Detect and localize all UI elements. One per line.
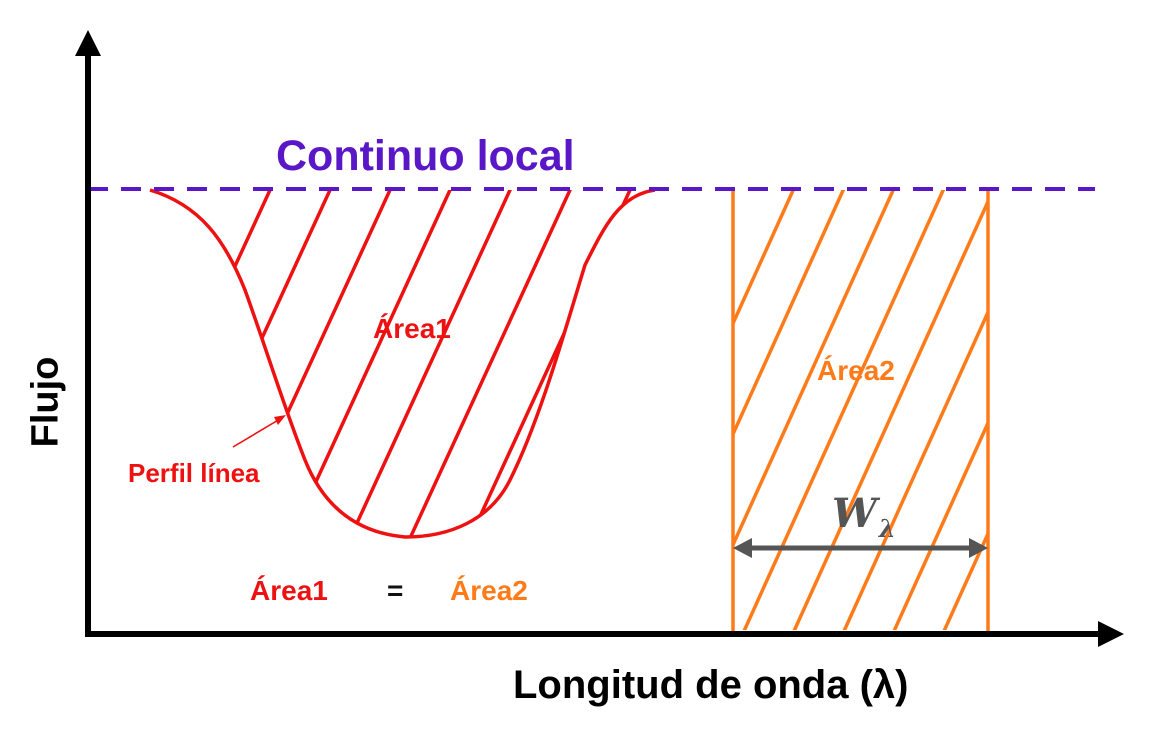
x-axis-arrowhead-icon <box>1098 621 1124 647</box>
axes <box>75 30 1124 647</box>
y-axis-label: Flujo <box>24 356 67 448</box>
line-profile-curve <box>149 188 656 539</box>
x-axis-label: Longitud de onda (λ) <box>513 663 909 707</box>
continuum-label: Continuo local <box>276 132 575 180</box>
equivalent-width-label: Wλ <box>832 490 896 543</box>
area2-hatching <box>733 190 988 630</box>
y-axis-arrowhead-icon <box>75 30 101 56</box>
width-arrow <box>733 538 988 558</box>
line-profile-label: Perfil línea <box>128 458 260 488</box>
equation-left-label: Área1 <box>250 575 328 606</box>
profile-pointer-arrow <box>232 415 286 448</box>
width-subscript: λ <box>878 514 896 543</box>
width-symbol: W <box>832 490 877 537</box>
equation-right-label: Área2 <box>450 575 528 606</box>
area1-label: Área1 <box>373 313 451 344</box>
area1-hatching <box>150 190 655 537</box>
area2-label: Área2 <box>817 355 895 386</box>
equation-equals-sign: = <box>387 575 404 606</box>
